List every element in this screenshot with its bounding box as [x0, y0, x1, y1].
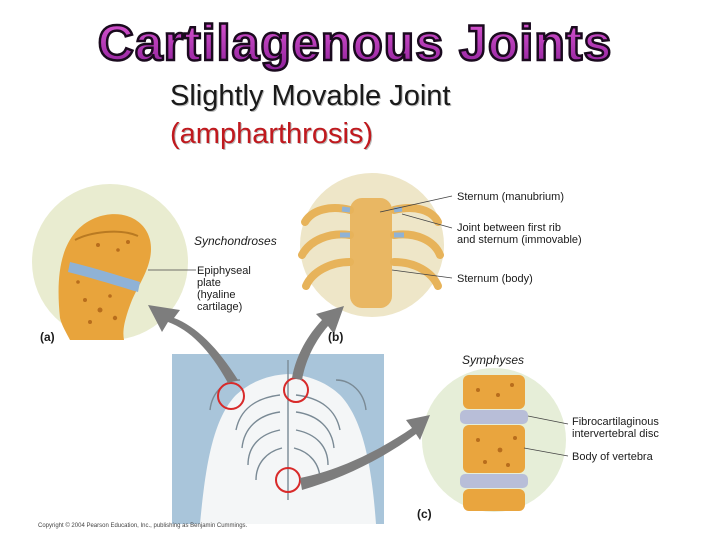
- label-epiphyseal-line-3: (hyaline: [197, 289, 236, 301]
- label-sternum-body: Sternum (body): [457, 273, 533, 285]
- label-epiphyseal-plate: Epiphyseal plate (hyaline cartilage): [197, 265, 251, 313]
- label-joint-line-1: Joint between first rib: [457, 222, 561, 234]
- label-synchondroses: Synchondroses: [194, 234, 277, 248]
- title-graphic: Cartilagenous Joints: [96, 14, 613, 73]
- label-joint-first-rib: Joint between first rib and sternum (imm…: [457, 222, 582, 246]
- label-fibro-line-2: intervertebral disc: [572, 428, 659, 440]
- subtitle-amphiarthrosis: (ampharthrosis): [170, 118, 374, 150]
- label-sternum-manubrium: Sternum (manubrium): [457, 191, 564, 203]
- panel-label-b: (b): [328, 330, 344, 344]
- label-body-of-vertebra: Body of vertebra: [572, 451, 653, 463]
- panel-label-a: (a): [40, 330, 55, 344]
- copyright-notice: Copyright © 2004 Pearson Education, Inc.…: [38, 523, 248, 529]
- page-title: Cartilagenous Joints: [0, 4, 720, 79]
- label-epiphyseal-line-2: plate: [197, 277, 221, 289]
- label-joint-line-2: and sternum (immovable): [457, 234, 582, 246]
- label-epiphyseal-line-4: cartilage): [197, 301, 243, 313]
- arrows: [148, 305, 430, 490]
- label-fibro-line-1: Fibrocartilaginous: [572, 416, 659, 428]
- title-text: Cartilagenous Joints: [98, 15, 613, 71]
- subtitle: Slightly Movable Joint: [170, 80, 451, 112]
- leader-lines: [148, 195, 569, 457]
- epiphyseal-bone-illustration: [32, 184, 188, 340]
- vertebrae-illustration: [422, 368, 566, 512]
- rib-cage-illustration: [298, 173, 444, 317]
- label-symphyses: Symphyses: [462, 353, 525, 367]
- label-epiphyseal-line-1: Epiphyseal: [197, 265, 251, 277]
- label-fibrocartilaginous-disc: Fibrocartilaginous intervertebral disc: [572, 416, 659, 440]
- panel-label-c: (c): [417, 507, 432, 521]
- skeleton-body-illustration: [172, 354, 384, 524]
